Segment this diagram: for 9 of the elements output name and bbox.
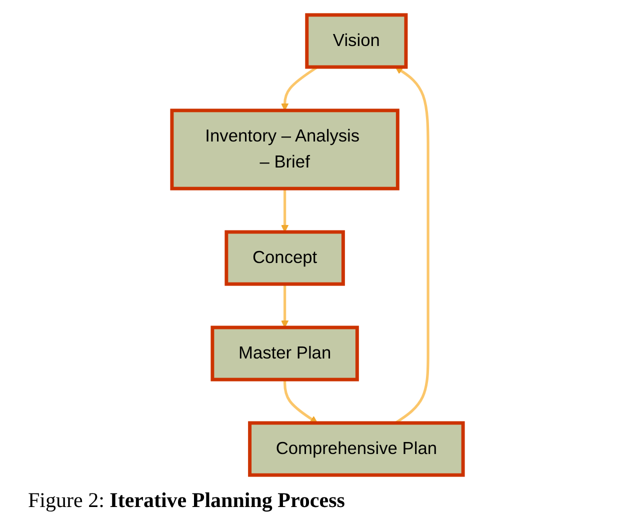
arrow: [280, 284, 289, 328]
node-box: Concept: [224, 230, 345, 286]
arrow: [280, 188, 289, 232]
node-box: Comprehensive Plan: [248, 421, 465, 477]
figure-caption: Figure 2: Iterative Planning Process: [28, 488, 346, 513]
node-box: Master Plan: [210, 326, 359, 382]
node-box: Vision: [305, 13, 408, 69]
node-box: Inventory – Analysis – Brief: [170, 108, 400, 190]
arrow: [284, 380, 318, 424]
